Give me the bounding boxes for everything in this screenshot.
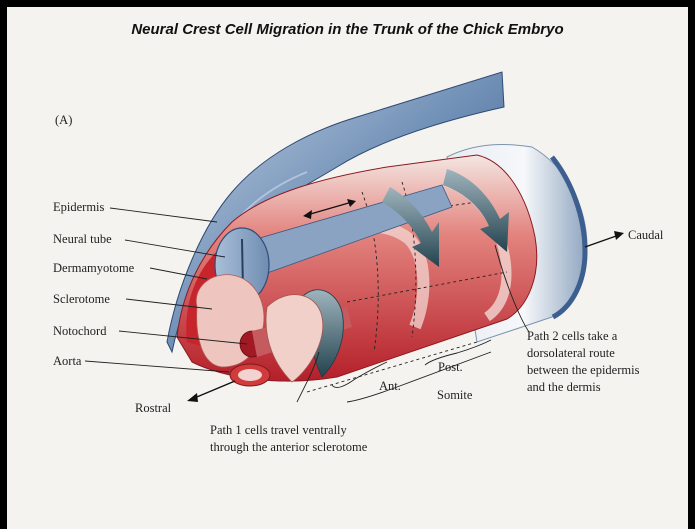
caudal-arrow	[585, 231, 624, 247]
label-neural-tube: Neural tube	[53, 232, 112, 246]
label-epidermis: Epidermis	[53, 200, 105, 214]
label-somite: Somite	[437, 388, 473, 402]
figure-panel: Neural Crest Cell Migration in the Trunk…	[7, 7, 688, 529]
path2-caption-line: Path 2 cells take a	[527, 329, 618, 343]
path1-caption: Path 1 cells travel ventrally through th…	[210, 423, 368, 454]
path2-caption-line: and the dermis	[527, 380, 601, 394]
path2-caption: Path 2 cells take a dorsolateral route b…	[527, 329, 643, 394]
label-dermamyotome: Dermamyotome	[53, 261, 135, 275]
path2-caption-line: dorsolateral route	[527, 346, 615, 360]
aorta	[230, 364, 270, 386]
label-sclerotome: Sclerotome	[53, 292, 110, 306]
label-aorta: Aorta	[53, 354, 82, 368]
label-rostral: Rostral	[135, 401, 172, 415]
path1-caption-line: through the anterior sclerotome	[210, 440, 368, 454]
label-ant: Ant.	[379, 379, 401, 393]
panel-label: (A)	[55, 113, 72, 127]
embryo-diagram: (A) Epidermis Neural tube Dermamyotome S…	[7, 7, 688, 529]
label-notochord: Notochord	[53, 324, 107, 338]
rostral-arrow	[187, 381, 235, 402]
label-post: Post.	[438, 360, 463, 374]
path1-caption-line: Path 1 cells travel ventrally	[210, 423, 348, 437]
path2-caption-line: between the epidermis	[527, 363, 640, 377]
label-caudal: Caudal	[628, 228, 664, 242]
